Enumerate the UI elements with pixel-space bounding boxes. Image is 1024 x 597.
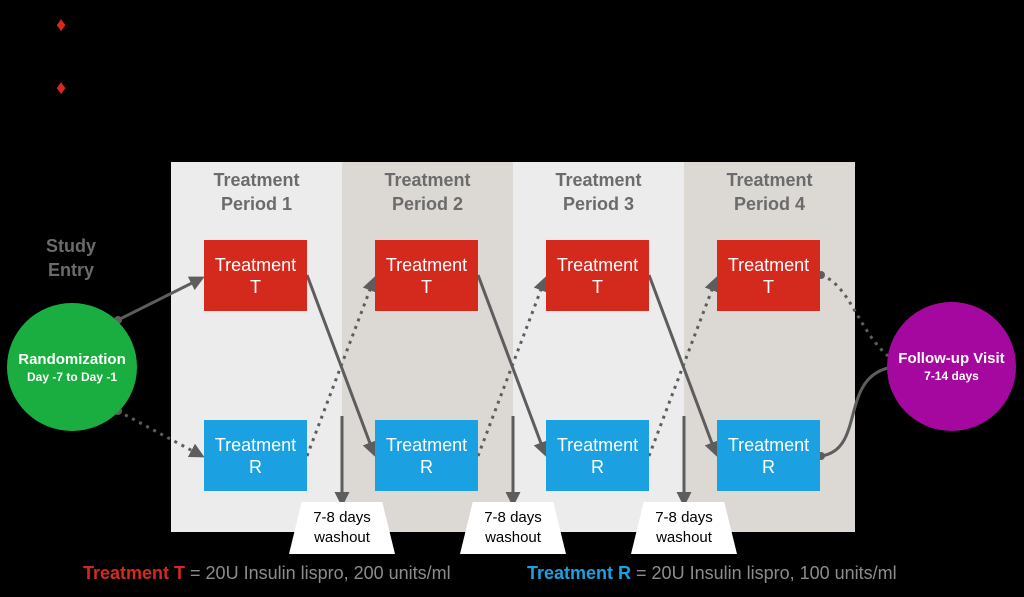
legend-t-value: = 20U Insulin lispro, 200 units/ml xyxy=(185,563,451,583)
arrow-randomization-to-r1 xyxy=(117,409,205,458)
legend-r-value: = 20U Insulin lispro, 100 units/ml xyxy=(631,563,897,583)
arrow-r4-to-followup xyxy=(820,366,889,458)
legend-treatment-t: Treatment T = 20U Insulin lispro, 200 un… xyxy=(83,562,451,584)
bullet-diamond-1: ♦ xyxy=(56,14,67,36)
arrow-t4-to-followup xyxy=(820,273,889,358)
randomization-subtitle: Day -7 to Day -1 xyxy=(26,369,118,384)
bullet-diamond-2: ♦ xyxy=(56,77,67,99)
randomization-title: Randomization xyxy=(18,350,126,368)
followup-subtitle: 7-14 days xyxy=(924,369,979,383)
legend-treatment-r: Treatment R = 20U Insulin lispro, 100 un… xyxy=(527,562,897,584)
legend-r-key: Treatment R xyxy=(527,563,632,583)
followup-circle: Follow-up Visit 7-14 days xyxy=(887,302,1016,431)
arrow-randomization-to-t1 xyxy=(117,276,205,322)
randomization-circle: Randomization Day -7 to Day -1 xyxy=(7,303,137,431)
legend-t-key: Treatment T xyxy=(83,563,186,583)
followup-title: Follow-up Visit xyxy=(898,350,1005,367)
